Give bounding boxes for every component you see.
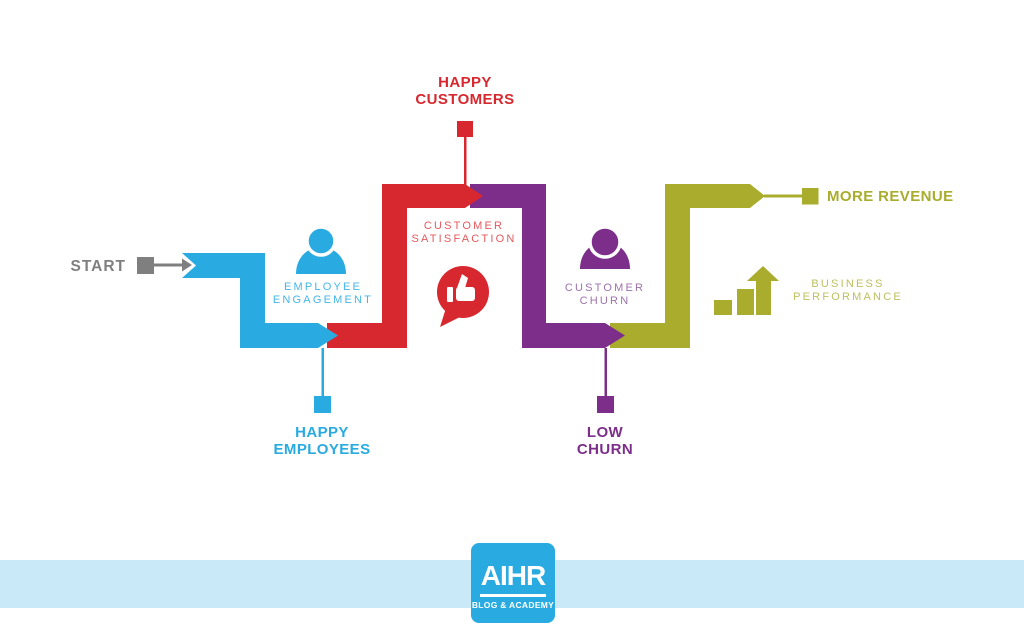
stage-label-customer-satisfaction: CUSTOMER SATISFACTION	[411, 220, 517, 245]
happy-employees-connector-line	[321, 348, 324, 396]
milestone-low-churn: LOW CHURN	[576, 424, 634, 458]
aihr-logo-divider	[480, 594, 546, 597]
low-churn-connector-line	[604, 348, 607, 396]
happy-employees-marker-square	[314, 396, 331, 413]
thumbs-up-speech-bubble-icon	[437, 266, 489, 327]
milestone-happy-customers: HAPPY CUSTOMERS	[415, 74, 515, 108]
start-arrowhead-icon	[182, 258, 192, 272]
stage-label-business-performance: BUSINESS PERFORMANCE	[793, 278, 903, 303]
blue-ribbon	[182, 253, 338, 348]
start-marker-square	[137, 257, 154, 274]
more-revenue-connector-line	[764, 194, 802, 198]
milestone-happy-employees: HAPPY EMPLOYEES	[273, 424, 371, 458]
growth-bars-arrow-icon	[714, 266, 779, 315]
low-churn-marker-square	[597, 396, 614, 413]
happy-customers-connector-line	[464, 137, 467, 185]
start-label: START	[70, 258, 126, 275]
stage-label-customer-churn: CUSTOMER CHURN	[564, 282, 646, 307]
aihr-logo: AIHR BLOG & ACADEMY	[471, 543, 555, 623]
red-ribbon	[327, 184, 483, 348]
happy-customers-marker-square	[457, 121, 473, 137]
olive-ribbon	[610, 184, 765, 348]
person-icon	[296, 225, 346, 274]
purple-ribbon	[470, 184, 625, 348]
person-icon	[580, 225, 630, 269]
start-connector-line	[154, 263, 184, 267]
aihr-logo-title: AIHR	[480, 560, 546, 592]
aihr-logo-subtitle: BLOG & ACADEMY	[471, 599, 555, 610]
milestone-more-revenue: MORE REVENUE	[827, 188, 954, 205]
more-revenue-marker-square	[802, 188, 819, 205]
stage-label-employee-engagement: EMPLOYEE ENGAGEMENT	[272, 281, 374, 306]
